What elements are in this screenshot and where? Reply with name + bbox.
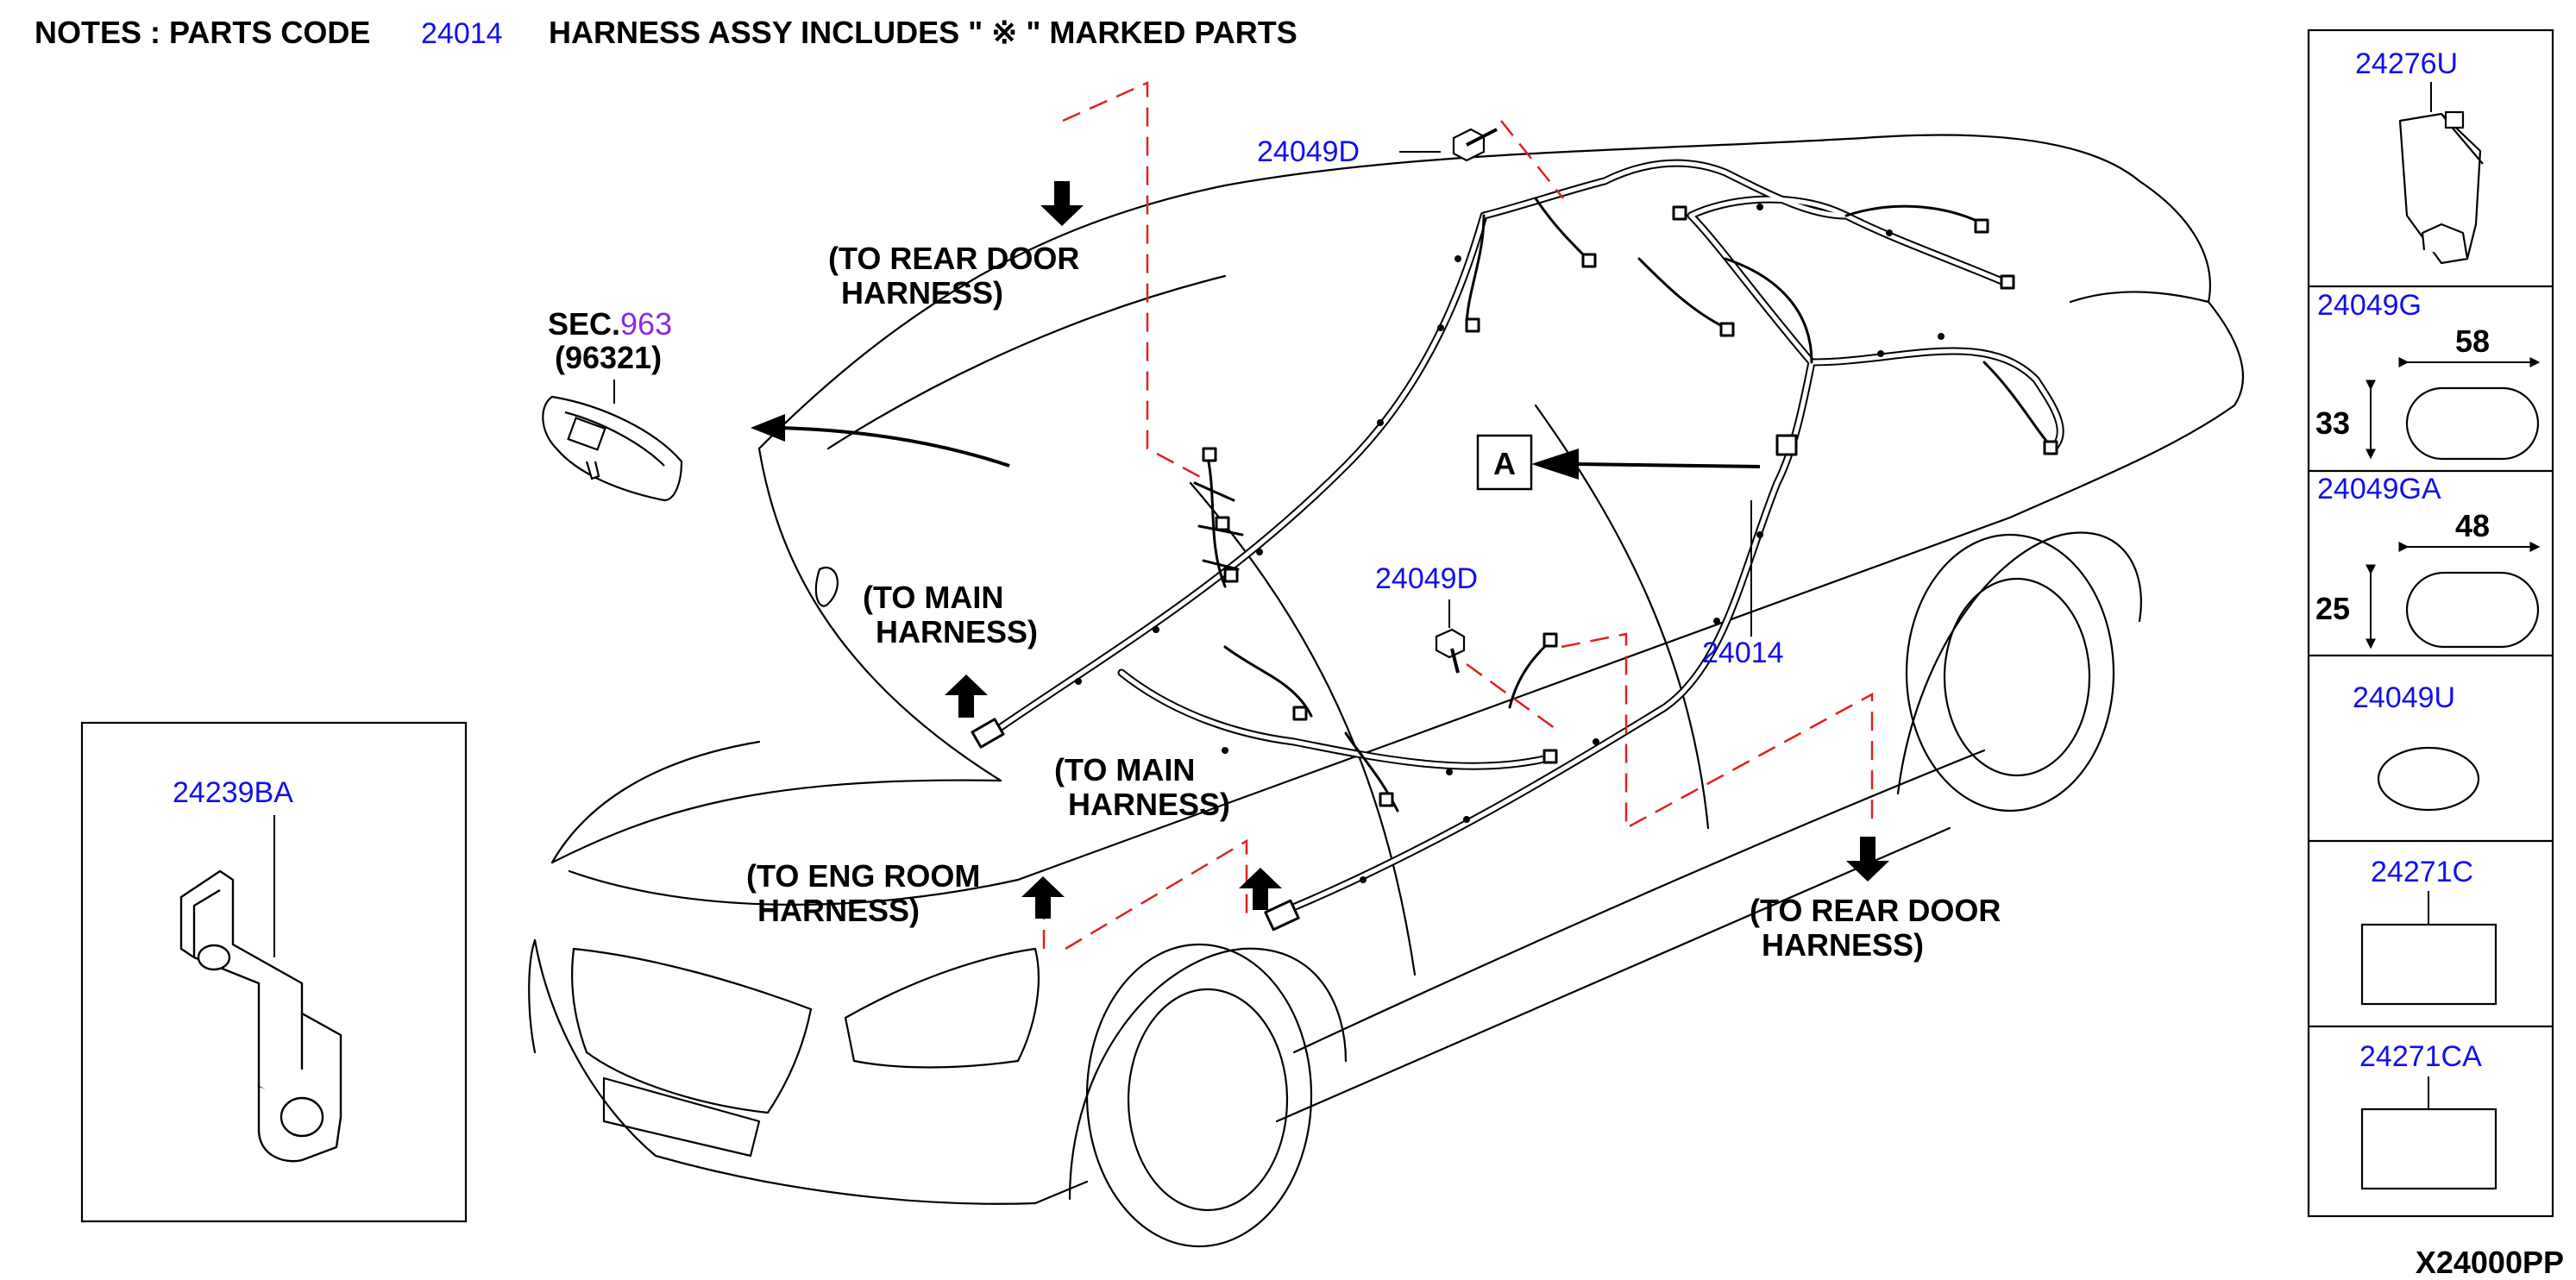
svg-text:HARNESS): HARNESS): [841, 275, 1003, 311]
notes-parts-code[interactable]: 24014: [421, 17, 503, 50]
oval-grommet-icon: [2405, 386, 2540, 461]
clip-icon: [2398, 110, 2484, 265]
svg-text:(TO REAR DOOR: (TO REAR DOOR: [828, 241, 1079, 276]
svg-text:24276U: 24276U: [2355, 47, 2458, 80]
svg-text:24049D: 24049D: [1257, 135, 1360, 168]
detail-a-marker[interactable]: A: [1476, 434, 1533, 491]
svg-text:24049GA: 24049GA: [2317, 473, 2441, 505]
callout-eng-room: (TO ENG ROOM HARNESS): [746, 858, 980, 928]
legend-panel: [2307, 28, 2554, 1218]
arrow-up-icon: [945, 675, 988, 718]
legend-24049g-width: 58: [2455, 323, 2490, 359]
arrow-up-icon: [1239, 868, 1282, 910]
svg-text:24014: 24014: [1702, 637, 1784, 669]
callout-rear-door-right: (TO REAR DOOR HARNESS): [1750, 893, 2001, 963]
legend-item-24049ga[interactable]: 24049GA: [2317, 473, 2441, 505]
direction-arrows: [945, 181, 1889, 919]
front-wheel: [1085, 943, 1313, 1248]
car-body-outline: [528, 134, 2245, 1205]
arrow-down-icon: [1846, 837, 1889, 882]
detail-a-arrow: [1574, 462, 1761, 468]
svg-text:24049U: 24049U: [2353, 681, 2455, 714]
label-tape-icon: [2360, 1107, 2497, 1190]
round-grommet-icon: [2377, 746, 2480, 812]
legend-24049ga-height: 25: [2315, 591, 2350, 626]
rear-wheel: [1905, 533, 2115, 813]
legend-item-24271ca[interactable]: 24271CA: [2359, 1040, 2482, 1073]
legend-item-24271c[interactable]: 24271C: [2371, 856, 2473, 888]
svg-text:(TO MAIN: (TO MAIN: [1054, 752, 1195, 787]
wire-harness[interactable]: [971, 159, 2064, 932]
legend-item-24049g[interactable]: 24049G: [2317, 289, 2422, 322]
svg-text:HARNESS): HARNESS): [757, 893, 920, 928]
callout-main-center: (TO MAIN HARNESS): [1054, 752, 1230, 822]
legend-item-24049u[interactable]: 24049U: [2353, 681, 2455, 714]
svg-text:(TO REAR DOOR: (TO REAR DOOR: [1750, 893, 2001, 928]
svg-text:24049D: 24049D: [1375, 562, 1478, 595]
section-reference[interactable]: SEC.963 (96321): [548, 306, 672, 375]
callout-main-left: (TO MAIN HARNESS): [863, 580, 1038, 649]
diagram-id: X24000PP: [2416, 1245, 2564, 1280]
svg-text:24239BA: 24239BA: [173, 776, 293, 809]
arrow-up-icon: [1021, 876, 1065, 919]
dashed-leaders: [1042, 81, 1874, 951]
legend-24049g-height: 33: [2315, 405, 2350, 441]
oval-grommet-icon: [2405, 571, 2540, 649]
arrow-down-icon: [1040, 181, 1084, 226]
svg-text:A: A: [1493, 446, 1516, 481]
callout-rear-door-top: (TO REAR DOOR HARNESS): [828, 241, 1079, 311]
svg-text:24271CA: 24271CA: [2359, 1040, 2482, 1073]
notes-suffix: HARNESS ASSY INCLUDES " ※ " MARKED PARTS: [549, 15, 1297, 50]
bolt-icon: [1452, 128, 1498, 162]
svg-text:24271C: 24271C: [2371, 856, 2473, 888]
rear-view-mirror: [542, 395, 683, 502]
label-tape-icon: [2360, 923, 2497, 1006]
bracket-icon: [179, 869, 342, 1163]
svg-text:HARNESS): HARNESS): [1068, 787, 1230, 822]
legend-24049ga-width: 48: [2455, 508, 2490, 543]
svg-text:(TO MAIN: (TO MAIN: [863, 580, 1003, 615]
svg-text:HARNESS): HARNESS): [876, 614, 1038, 649]
part-label-bracket[interactable]: 24239BA: [173, 776, 293, 809]
svg-text:(96321): (96321): [555, 340, 662, 375]
svg-text:SEC.963: SEC.963: [548, 306, 672, 342]
svg-text:24049G: 24049G: [2317, 289, 2422, 322]
part-label-harness[interactable]: 24014: [1702, 637, 1784, 669]
part-label-bolt-top[interactable]: 24049D: [1257, 135, 1360, 168]
notes-prefix: NOTES : PARTS CODE: [35, 15, 370, 50]
mirror-arrow: [776, 426, 1010, 467]
bolt-icon: [1435, 628, 1466, 674]
legend-item-24276u[interactable]: 24276U: [2355, 47, 2458, 80]
svg-text:HARNESS): HARNESS): [1762, 927, 1924, 963]
part-label-bolt-mid[interactable]: 24049D: [1375, 562, 1478, 595]
svg-text:(TO ENG ROOM: (TO ENG ROOM: [746, 858, 980, 894]
